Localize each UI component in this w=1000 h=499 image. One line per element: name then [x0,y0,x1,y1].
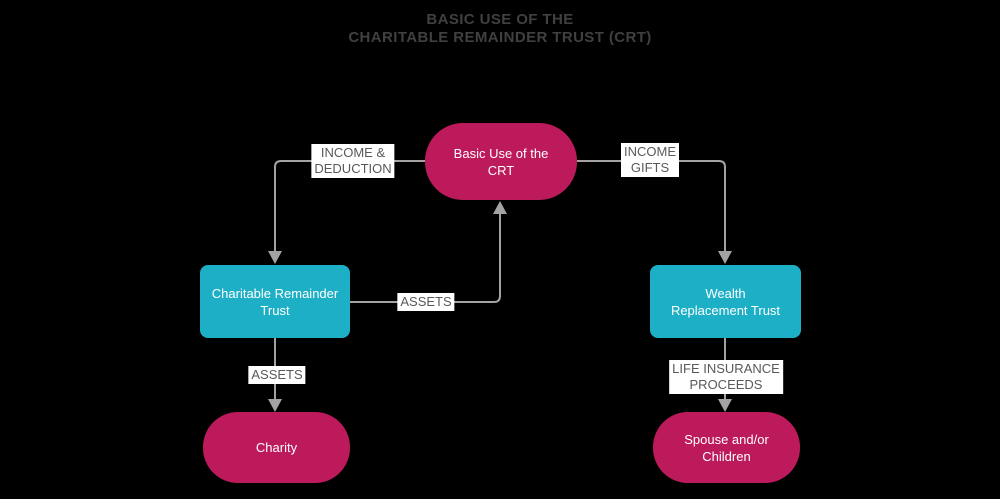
edge-income-deduction [268,160,425,264]
edge-label-assets-to-charity: ASSETS [248,366,306,384]
node-charity: Charity [203,412,350,483]
arrowhead-down-icon [268,399,282,412]
edge-label-income-deduction: INCOME & DEDUCTION [311,144,395,178]
edge-label-assets-to-crt: ASSETS [397,293,455,311]
node-wealth-replacement-trust: Wealth Replacement Trust [650,265,801,338]
node-label: Charitable Remainder Trust [211,285,339,318]
diagram-title: BASIC USE OF THE CHARITABLE REMAINDER TR… [348,11,652,46]
edge-label-life-insurance-proceeds: LIFE INSURANCE PROCEEDS [669,360,783,394]
node-spouse-children: Spouse and/or Children [653,412,800,483]
edge-income-gifts [577,160,732,264]
edge-label-income-gifts: INCOME GIFTS [621,143,679,177]
arrowhead-down-icon [718,399,732,412]
arrowhead-down-icon [268,251,282,264]
arrowhead-up-icon [493,201,507,214]
node-label: Charity [255,440,298,455]
node-label: Wealth Replacement Trust [670,285,781,318]
node-label: Spouse and/or Children [684,431,769,464]
arrowhead-down-icon [718,251,732,264]
node-basic-use-of-crt: Basic Use of the CRT [425,123,577,200]
node-label: Basic Use of the CRT [453,145,549,178]
node-charitable-remainder-trust: Charitable Remainder Trust [200,265,350,338]
edge-assets-up [350,201,507,303]
